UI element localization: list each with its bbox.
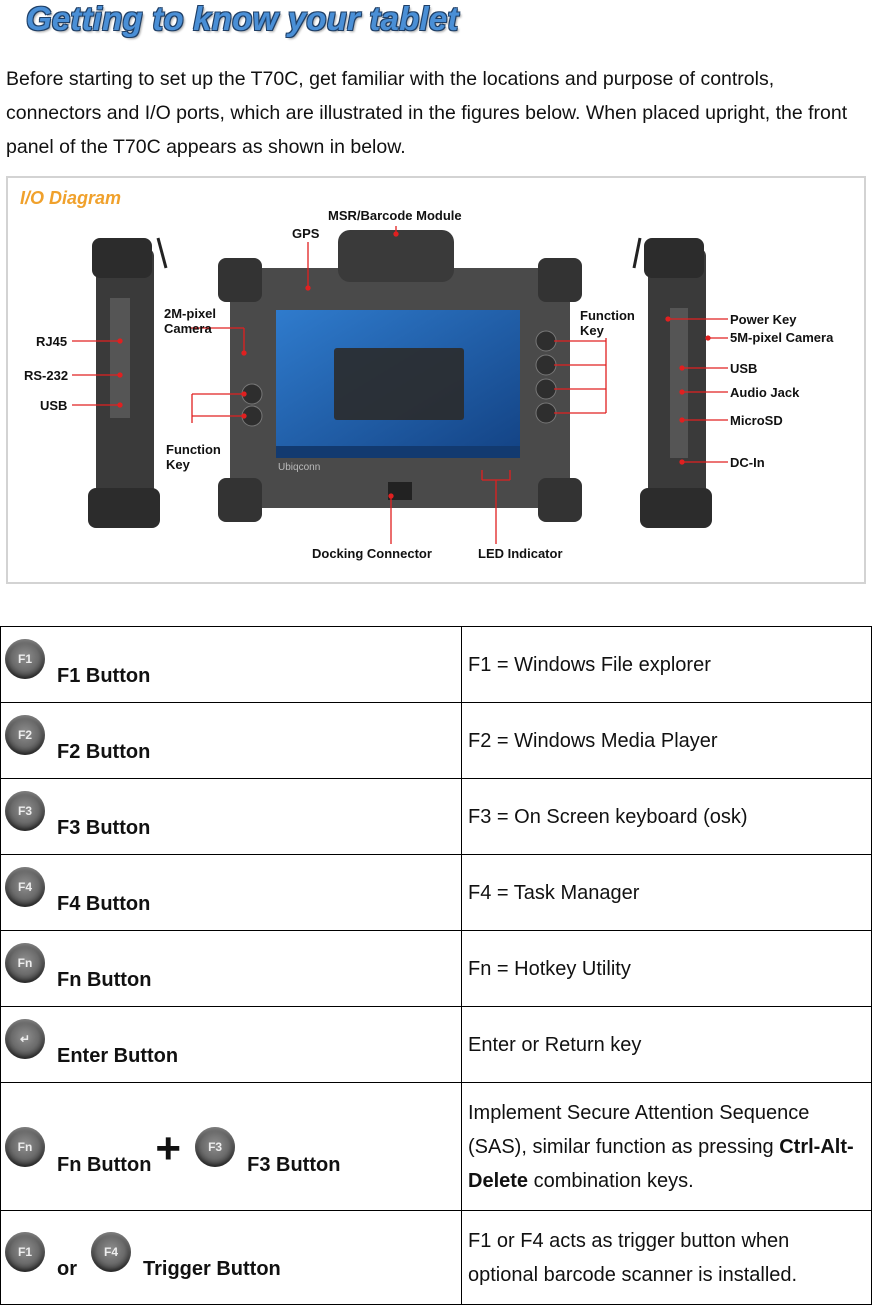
fn-key-icon: Fn xyxy=(5,1127,45,1168)
f3-key-icon: F3 xyxy=(195,1127,236,1168)
callout-rj45: RJ45 xyxy=(36,334,68,349)
io-diagram: Ubiqconn xyxy=(6,176,866,584)
f4-key-icon: F4 xyxy=(91,1231,131,1272)
table-row: Fn Fn Button Fn = Hotkey Utility xyxy=(0,930,872,1007)
page-heading: Getting to know your tablet xyxy=(26,0,459,37)
f1-key-icon: F1 xyxy=(5,638,45,679)
key-label: Trigger Button xyxy=(143,1257,281,1280)
key-label: F4 Button xyxy=(57,892,151,915)
key-description: Enter or Return key xyxy=(461,1006,872,1083)
f1-key-icon: F1 xyxy=(5,1231,45,1272)
key-label: Fn Button xyxy=(57,968,152,991)
key-description: Fn = Hotkey Utility xyxy=(461,930,872,1007)
key-description: F2 = Windows Media Player xyxy=(461,702,872,779)
enter-key-icon: ↵ xyxy=(5,1018,45,1059)
plus-sign: + xyxy=(155,1123,182,1173)
key-description: F1 = Windows File explorer xyxy=(461,626,872,703)
tablet-illustration: Ubiqconn xyxy=(72,226,728,544)
key-label: F1 Button xyxy=(57,664,151,687)
f3-key-icon: F3 xyxy=(5,790,45,831)
key-description: F3 = On Screen keyboard (osk) xyxy=(461,778,872,855)
key-description: Implement Secure Attention Sequence (SAS… xyxy=(461,1082,872,1211)
brand-label: Ubiqconn xyxy=(278,462,320,473)
key-description: F4 = Task Manager xyxy=(461,854,872,931)
callout-dc-in: DC-In xyxy=(730,455,765,470)
key-label: F3 Button xyxy=(57,816,151,839)
callout-gps: GPS xyxy=(292,226,320,241)
fn-key-icon: Fn xyxy=(5,942,45,983)
callout-docking-connector: Docking Connector xyxy=(312,546,432,561)
figure-title: I/O Diagram xyxy=(20,188,122,208)
callout-5m-camera: 5M-pixel Camera xyxy=(730,330,834,345)
intro-paragraph: Before starting to set up the T70C, get … xyxy=(6,68,848,158)
callout-usb-right: USB xyxy=(730,361,758,376)
f4-key-icon: F4 xyxy=(5,866,45,907)
table-row: F1 F1 Button F1 = Windows File explorer xyxy=(0,626,872,703)
key-label: F3 Button xyxy=(247,1153,341,1176)
table-row: ↵ Enter Button Enter or Return key xyxy=(0,1006,872,1083)
callout-function-key-left: Function Key xyxy=(166,442,221,472)
callout-power-key: Power Key xyxy=(730,312,797,327)
key-function-table: F1 F1 Button F1 = Windows File explorer F… xyxy=(0,626,872,1305)
table-row: F4 F4 Button F4 = Task Manager xyxy=(0,854,872,931)
callout-2m-camera: 2M-pixel Camera xyxy=(164,306,217,336)
table-row: F1 or F4Trigger Button F1 or F4 acts as tr… xyxy=(0,1210,872,1305)
key-description: F1 or F4 acts as trigger button when opt… xyxy=(461,1210,872,1305)
callout-usb-left: USB xyxy=(40,398,68,413)
callout-rs232: RS-232 xyxy=(24,368,69,383)
callout-function-key-right: Function Key xyxy=(580,308,635,338)
f2-key-icon: F2 xyxy=(5,714,45,755)
key-label: F2 Button xyxy=(57,740,151,763)
callout-microsd: MicroSD xyxy=(730,413,783,428)
key-label: Fn Button xyxy=(57,1153,152,1176)
table-row: Fn Fn Button+ F3 F3 Button Implement Secure… xyxy=(0,1082,872,1211)
table-row: F2 F2 Button F2 = Windows Media Player xyxy=(0,702,872,779)
callout-msr-barcode: MSR/Barcode Module xyxy=(328,208,462,223)
or-text: or xyxy=(57,1257,77,1280)
key-label: Enter Button xyxy=(57,1044,179,1067)
ctrl-alt-delete-text: Ctrl-Alt-Delete xyxy=(468,1135,854,1192)
callout-audio-jack: Audio Jack xyxy=(730,385,800,400)
table-row: F3 F3 Button F3 = On Screen keyboard (osk… xyxy=(0,778,872,855)
callout-led-indicator: LED Indicator xyxy=(478,546,563,561)
